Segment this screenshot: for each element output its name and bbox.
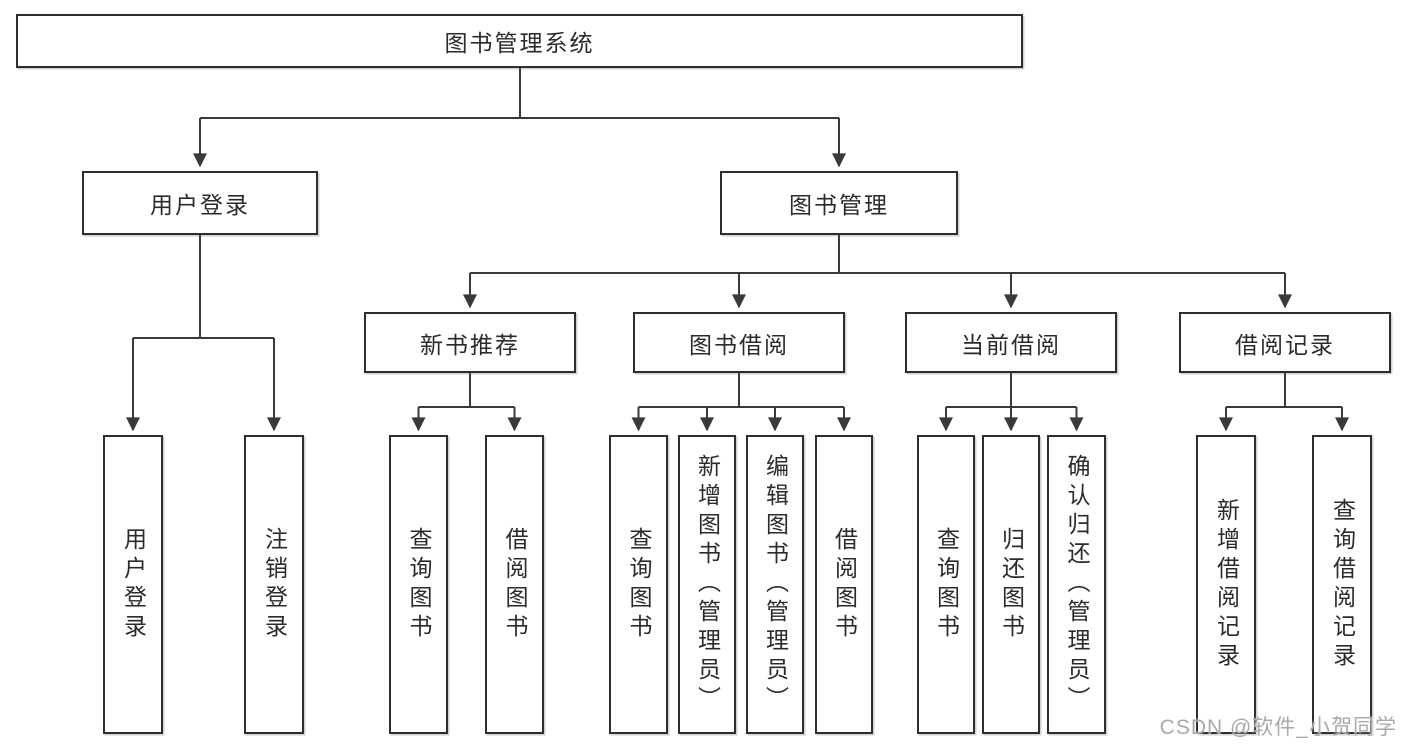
leaf-label: 新增图书（管理员） — [694, 454, 721, 715]
edges-borrowing-records — [1219, 373, 1349, 432]
edges-book-management — [463, 235, 1292, 309]
leaf-logout: 注销登录 — [244, 435, 304, 734]
edges-book-borrowing — [631, 373, 851, 432]
leaf-borrowing-edit-book-admin: 编辑图书（管理员） — [746, 435, 804, 734]
leaf-borrowing-add-book-admin: 新增图书（管理员） — [678, 435, 736, 734]
leaf-records-add-borrow-record: 新增借阅记录 — [1196, 435, 1256, 734]
leaf-label: 查询借阅记录 — [1329, 497, 1356, 672]
leaf-label: 确认归还（管理员） — [1064, 454, 1090, 715]
leaf-label: 查询图书 — [933, 526, 960, 643]
leaf-label: 查询图书 — [406, 526, 432, 643]
edges-new-book-recommendation — [411, 373, 522, 432]
node-new-book-recommendation: 新书推荐 — [364, 312, 576, 373]
leaf-label: 用户登录 — [120, 526, 147, 643]
leaf-borrowing-query-books: 查询图书 — [609, 435, 668, 734]
edges-current-borrowing — [939, 373, 1084, 432]
edges-root — [193, 68, 846, 168]
leaf-label: 查询图书 — [626, 526, 652, 643]
node-book-borrowing: 图书借阅 — [633, 312, 845, 373]
leaf-current-confirm-return-admin: 确认归还（管理员） — [1047, 435, 1106, 734]
node-book-management: 图书管理 — [720, 171, 958, 235]
node-user-login: 用户登录 — [82, 171, 318, 235]
leaf-newbook-query-books: 查询图书 — [389, 435, 448, 734]
leaf-label: 借阅图书 — [502, 526, 528, 643]
node-current-borrowing: 当前借阅 — [905, 312, 1117, 373]
leaf-current-return-books: 归还图书 — [982, 435, 1040, 734]
edges-user-login — [126, 235, 281, 432]
node-borrowing-records: 借阅记录 — [1179, 312, 1391, 373]
leaf-newbook-borrow-books: 借阅图书 — [485, 435, 544, 734]
node-library-management-system: 图书管理系统 — [16, 14, 1023, 68]
leaf-user-login: 用户登录 — [103, 435, 163, 734]
leaf-current-query-books: 查询图书 — [917, 435, 975, 734]
leaf-label: 借阅图书 — [831, 526, 858, 643]
leaf-label: 归还图书 — [998, 526, 1025, 643]
leaf-label: 注销登录 — [261, 526, 288, 643]
leaf-label: 新增借阅记录 — [1213, 497, 1240, 672]
leaf-borrowing-borrow-books: 借阅图书 — [815, 435, 873, 734]
leaf-label: 编辑图书（管理员） — [762, 454, 789, 715]
leaf-records-query-borrow-record: 查询借阅记录 — [1312, 435, 1372, 734]
